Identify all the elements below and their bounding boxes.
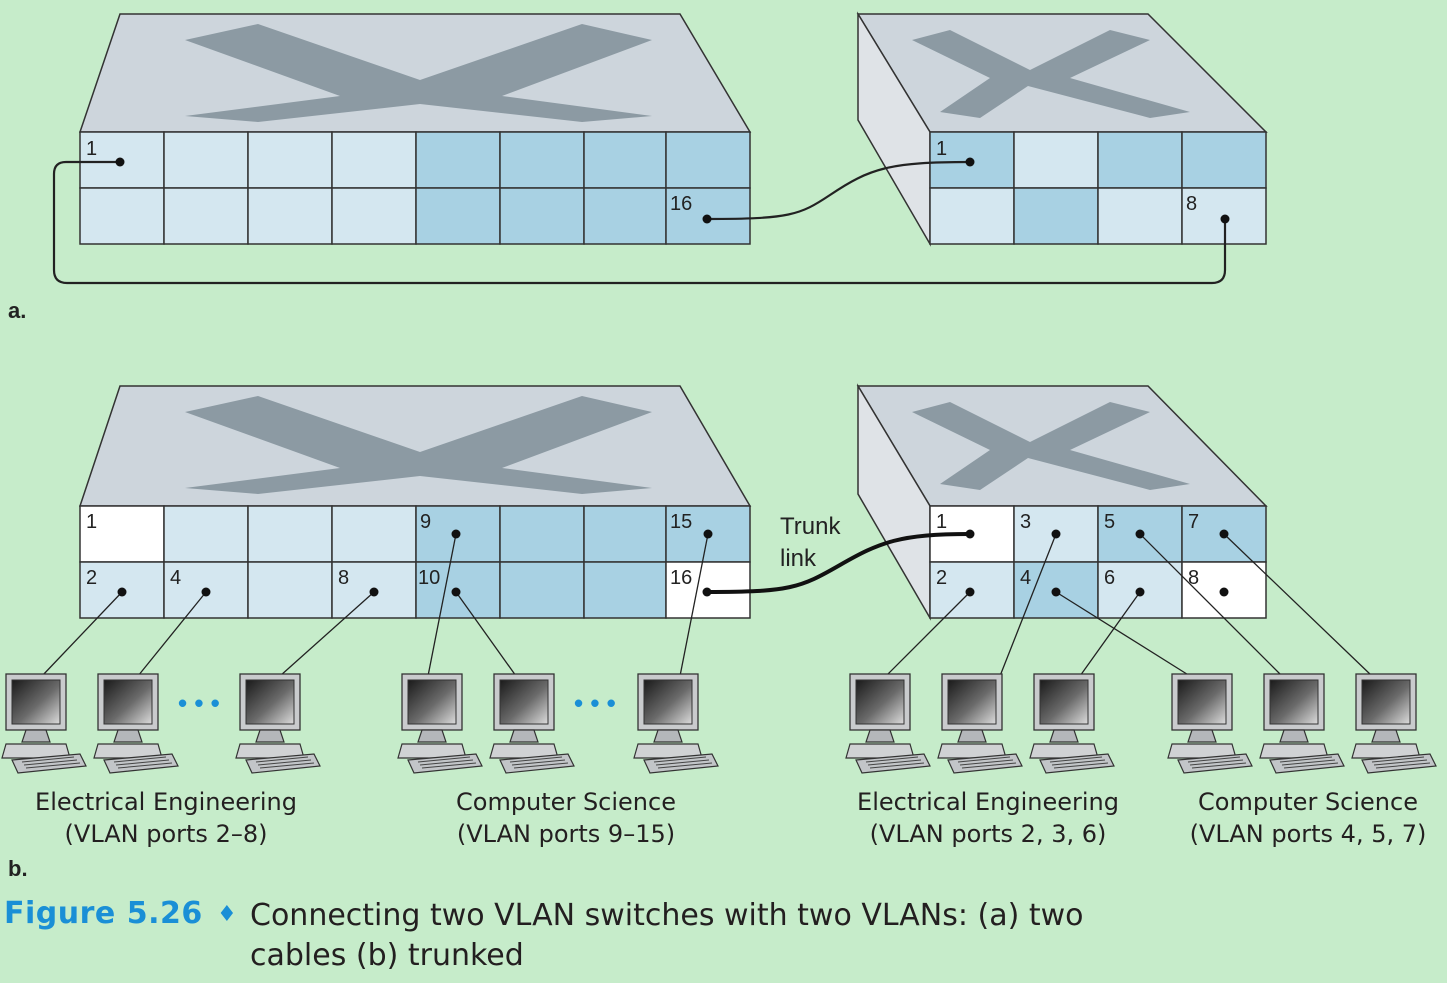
computer-icon [937, 673, 1023, 774]
computer-icon [1351, 673, 1437, 774]
diamond-icon: ♦ [217, 902, 237, 927]
port-label: 16 [670, 193, 692, 215]
port-label: 1 [936, 138, 947, 160]
port-dot [115, 157, 125, 167]
port-label: 1 [86, 138, 97, 160]
panel-b: 1 9 15 2 4 8 10 16 [1, 383, 1437, 881]
port-dot [451, 529, 461, 539]
port-dot [965, 529, 975, 539]
port-dot [117, 587, 127, 597]
port-label: 7 [1188, 511, 1199, 533]
port-label: 3 [1020, 511, 1031, 533]
cables-a [52, 160, 1227, 285]
port-label: 2 [936, 567, 947, 589]
computer-icon [235, 673, 321, 774]
port-label: 2 [86, 567, 97, 589]
group-ports-right-cs: (VLAN ports 4, 5, 7) [1190, 820, 1427, 848]
host-cables [41, 533, 1373, 677]
port-dot [451, 587, 461, 597]
group-ports-left-ee: (VLAN ports 2–8) [65, 820, 268, 848]
port-dot [369, 587, 379, 597]
computer-icon [1259, 673, 1345, 774]
computer-icon [397, 673, 483, 774]
port-dot [703, 529, 713, 539]
computer-icon [1167, 673, 1253, 774]
trunk-label-line2: link [780, 545, 817, 572]
port-label: 15 [670, 511, 692, 533]
port-dot [1051, 587, 1061, 597]
port-label: 10 [418, 567, 440, 589]
group-title-left-ee: Electrical Engineering [35, 788, 297, 816]
switch-a-left: 1 16 [78, 13, 752, 245]
group-ports-right-ee: (VLAN ports 2, 3, 6) [870, 820, 1107, 848]
group-title-right-cs: Computer Science [1198, 788, 1418, 816]
port-dot [702, 587, 712, 597]
switch-b-right: 1 3 5 7 2 4 6 8 [856, 383, 1268, 621]
panel-label-b: b. [8, 856, 28, 881]
port-dot [1220, 214, 1230, 224]
computer-icon [1, 673, 87, 774]
port-dot [1219, 587, 1229, 597]
switch-a-right: 1 8 [856, 11, 1268, 247]
port-label: 8 [338, 567, 349, 589]
port-panel [929, 131, 1267, 245]
figure-caption-text: Connecting two VLAN switches with two VL… [250, 898, 1084, 973]
port-label: 8 [1186, 193, 1197, 215]
port-label: 5 [1104, 511, 1115, 533]
port-label: 4 [170, 567, 181, 589]
port-dot [965, 587, 975, 597]
port-label: 4 [1020, 567, 1031, 589]
port-dot [201, 587, 211, 597]
group-title-right-ee: Electrical Engineering [857, 788, 1119, 816]
figure-number: Figure 5.26 [4, 896, 203, 931]
port-dot [702, 214, 712, 224]
port-dot [965, 157, 975, 167]
computer-icon [93, 673, 179, 774]
computer-icon [845, 673, 931, 774]
computer-icon [489, 673, 575, 774]
port-label: 16 [670, 567, 692, 589]
port-label: 1 [86, 511, 97, 533]
ellipsis-cs: • • • [574, 688, 616, 718]
port-label: 8 [1188, 567, 1199, 589]
switch-b-left: 1 9 15 2 4 8 10 16 [78, 385, 752, 619]
port-panel [929, 505, 1267, 619]
port-panel [79, 505, 751, 619]
port-label: 9 [420, 511, 431, 533]
ellipsis-ee: • • • [178, 688, 220, 718]
group-ports-left-cs: (VLAN ports 9–15) [457, 820, 675, 848]
panel-a: 1 16 1 8 [8, 11, 1268, 323]
port-label: 1 [936, 511, 947, 533]
computer-icon [1029, 673, 1115, 774]
port-dot [1135, 529, 1145, 539]
computer-icon [633, 673, 719, 774]
group-title-left-cs: Computer Science [456, 788, 676, 816]
port-panel [79, 131, 751, 245]
trunk-label-line1: Trunk [780, 513, 841, 540]
trunk-link-cable [706, 532, 971, 594]
panel-label-a: a. [8, 298, 26, 323]
port-label: 6 [1104, 567, 1115, 589]
port-dot [1135, 587, 1145, 597]
port-dot [1219, 529, 1229, 539]
port-dot [1051, 529, 1061, 539]
